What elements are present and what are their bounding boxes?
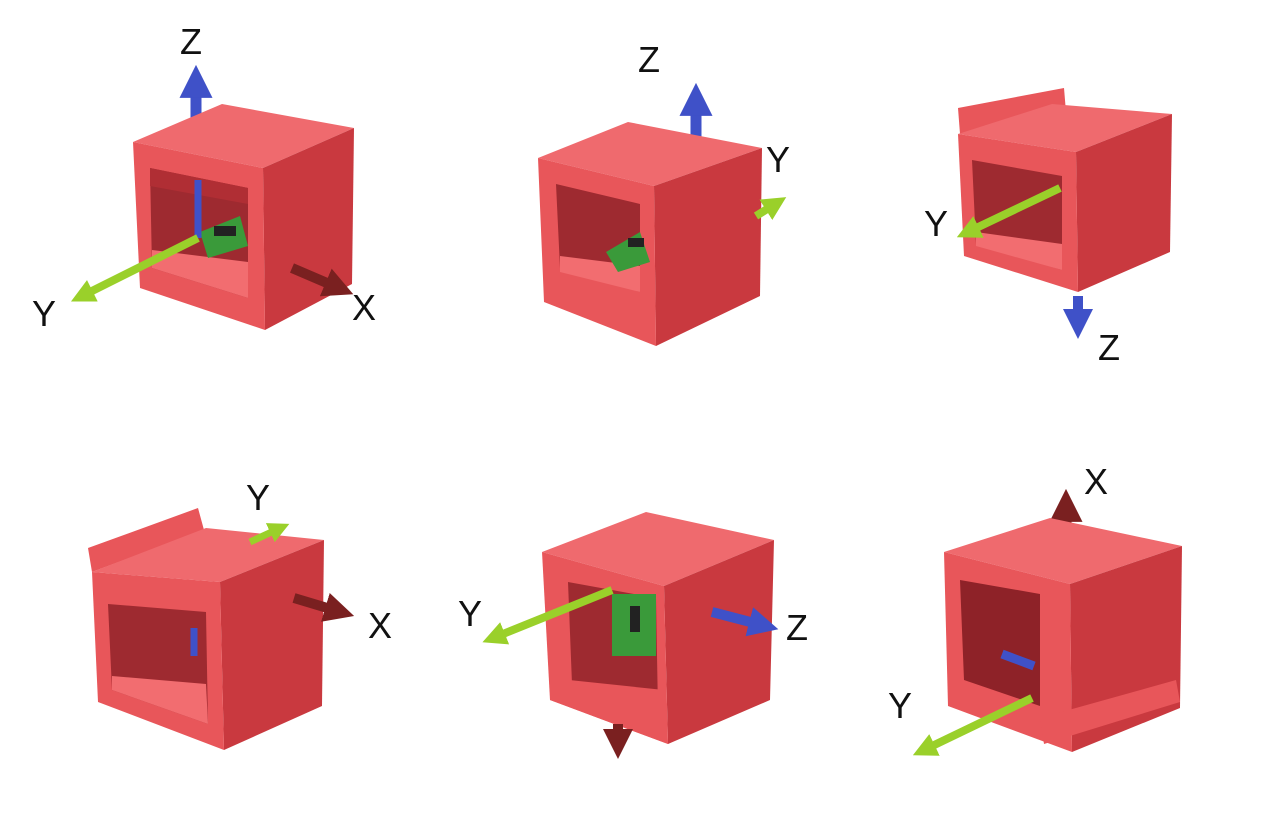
y-axis-arrow (70, 234, 200, 302)
x-axis-arrow (290, 263, 354, 297)
y-axis-label: Y (888, 685, 912, 726)
y-axis-label: Y (924, 203, 948, 244)
panel-1: Z Y X (32, 21, 376, 334)
y-axis-arrow (753, 197, 787, 220)
z-axis-arrow (710, 607, 779, 637)
y-axis-arrow (956, 184, 1062, 238)
chip (214, 226, 236, 236)
x-axis-label: X (1084, 461, 1108, 502)
panel-2: Z Y (538, 39, 790, 346)
x-axis-label: X (368, 605, 392, 646)
z-axis-label: Z (180, 21, 202, 62)
y-axis-label: Y (458, 593, 482, 634)
y-axis-arrow (912, 694, 1034, 756)
y-axis-label: Y (766, 139, 790, 180)
x-axis-arrow (292, 593, 355, 622)
chip (630, 606, 640, 632)
x-axis-label: X (352, 287, 376, 328)
z-axis-inner (1000, 649, 1036, 671)
z-axis-label: Z (1098, 327, 1120, 368)
enclosure-box (958, 88, 1172, 292)
panel-6: X Y (888, 461, 1182, 756)
enclosure-box (538, 122, 762, 346)
enclosure-box (88, 508, 324, 750)
z-axis-label: Z (786, 607, 808, 648)
y-axis-arrow (248, 523, 290, 546)
enclosure-box (542, 512, 774, 744)
panel-3: Y Z (924, 88, 1172, 368)
y-axis-label: Y (246, 477, 270, 518)
enclosure-box (133, 104, 354, 330)
z-axis-label: Z (638, 39, 660, 80)
chip (628, 238, 644, 247)
enclosure-box (944, 518, 1182, 752)
y-axis-label: Y (32, 293, 56, 334)
panel-5: Y Z (458, 512, 808, 759)
y-axis-arrow (482, 586, 614, 645)
panel-4: Y X (88, 477, 392, 750)
